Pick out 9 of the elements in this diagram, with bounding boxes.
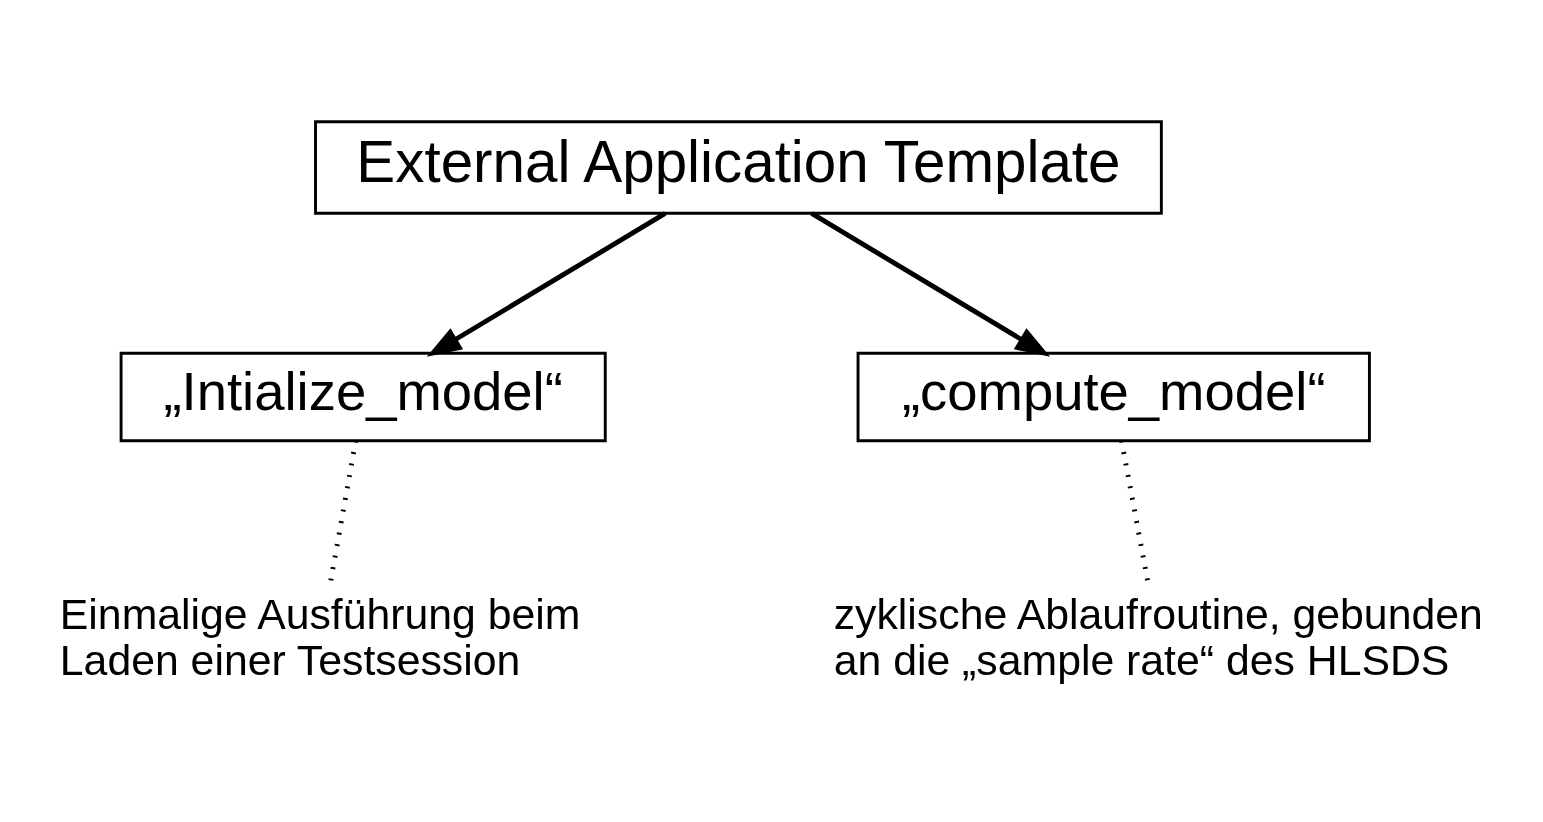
node-text: Einmalige Ausführung beim Laden einer Testsession — [59, 589, 581, 684]
arrow — [810, 210, 1051, 357]
node-box: „Intialize_model“ — [119, 351, 607, 442]
node-text: zyklische Ablaufroutine, gebunden an die „sample rate“ des HLSDS — [833, 589, 1483, 684]
connector — [328, 439, 359, 581]
connector — [1119, 439, 1150, 581]
arrow — [426, 210, 667, 357]
node-box: External Application Template — [314, 119, 1163, 215]
node-box: „compute_model“ — [856, 351, 1371, 442]
